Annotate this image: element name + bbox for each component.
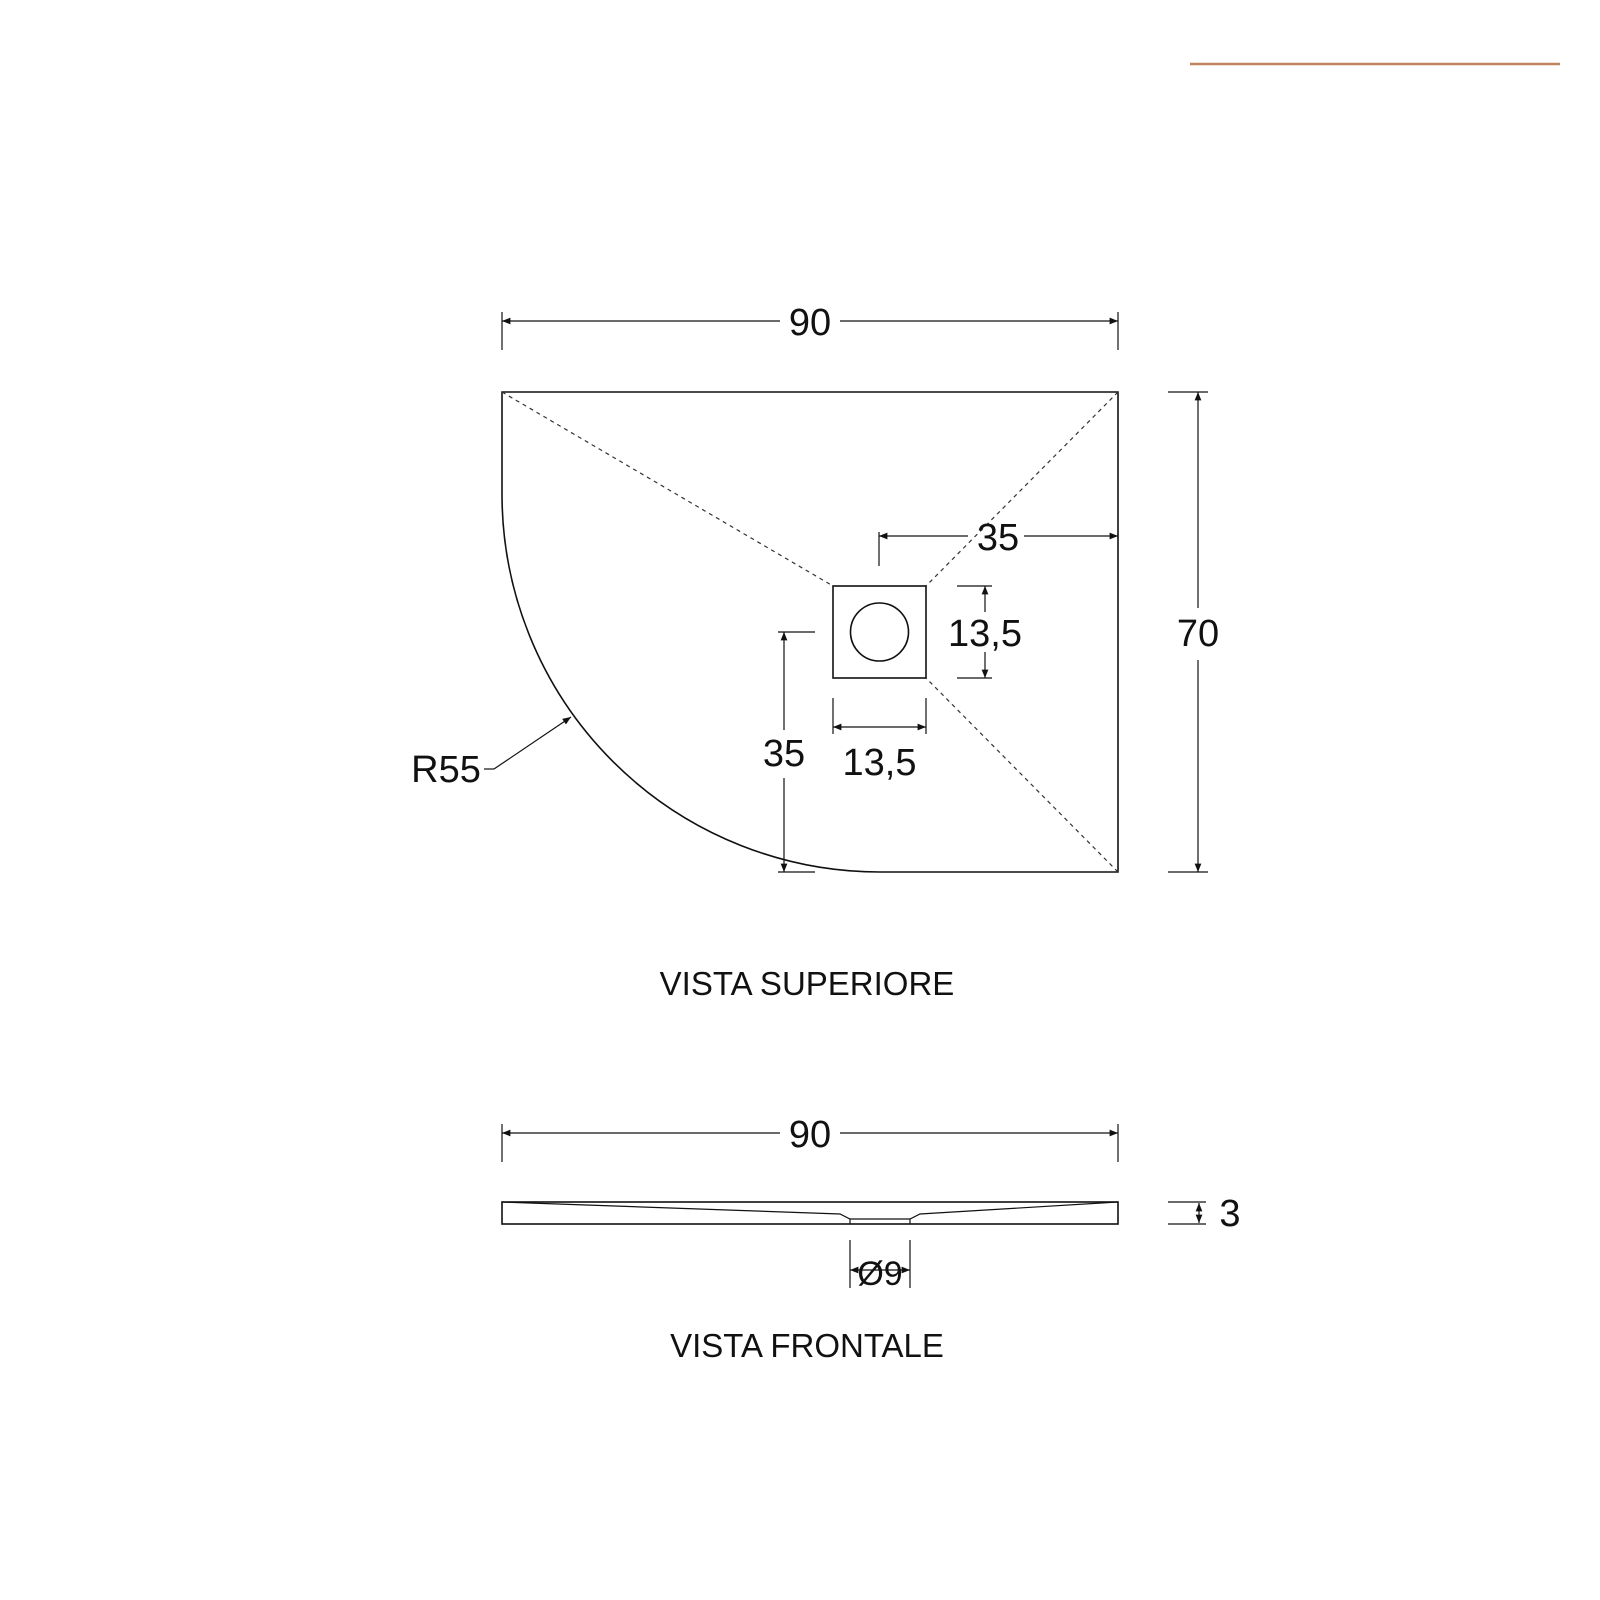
top-view-title: VISTA SUPERIORE bbox=[660, 965, 955, 1002]
drain-offset-x-dimension: 35 bbox=[878, 517, 1118, 566]
width-dimension: 90 bbox=[501, 302, 1119, 350]
drain-diameter-dimension: Ø9 bbox=[849, 1240, 911, 1293]
drain-width-label: 13,5 bbox=[843, 742, 917, 784]
drain-circle bbox=[849, 602, 910, 662]
front-width-dimension: 90 bbox=[501, 1114, 1119, 1162]
width-label: 90 bbox=[789, 302, 831, 344]
drain-diameter-label: Ø9 bbox=[857, 1255, 902, 1293]
tray-profile bbox=[501, 1201, 1119, 1225]
top-view: 90 70 35 35 bbox=[411, 302, 1219, 1002]
drain-offset-y-label: 35 bbox=[763, 733, 805, 775]
radius-label: R55 bbox=[411, 749, 481, 791]
front-height-dimension: 3 bbox=[1168, 1193, 1241, 1235]
front-view: 90 3 Ø9 VISTA FRONTALE bbox=[501, 1114, 1241, 1364]
front-width-label: 90 bbox=[789, 1114, 831, 1156]
tray-slope-profile bbox=[501, 1201, 1119, 1220]
slope-lines bbox=[501, 391, 1119, 873]
tray-outline bbox=[501, 391, 1119, 873]
depth-dimension: 70 bbox=[1168, 391, 1219, 873]
drain-height-label: 13,5 bbox=[948, 613, 1022, 655]
radius-callout: R55 bbox=[411, 716, 572, 791]
drain-offset-y-dimension: 35 bbox=[763, 631, 815, 873]
drain-width-dimension: 13,5 bbox=[832, 698, 927, 784]
drain-square bbox=[832, 585, 927, 679]
drain-offset-x-label: 35 bbox=[977, 517, 1019, 559]
front-view-title: VISTA FRONTALE bbox=[670, 1327, 944, 1364]
depth-label: 70 bbox=[1177, 613, 1219, 655]
drain-height-dimension: 13,5 bbox=[948, 585, 1022, 679]
front-height-label: 3 bbox=[1219, 1193, 1240, 1235]
